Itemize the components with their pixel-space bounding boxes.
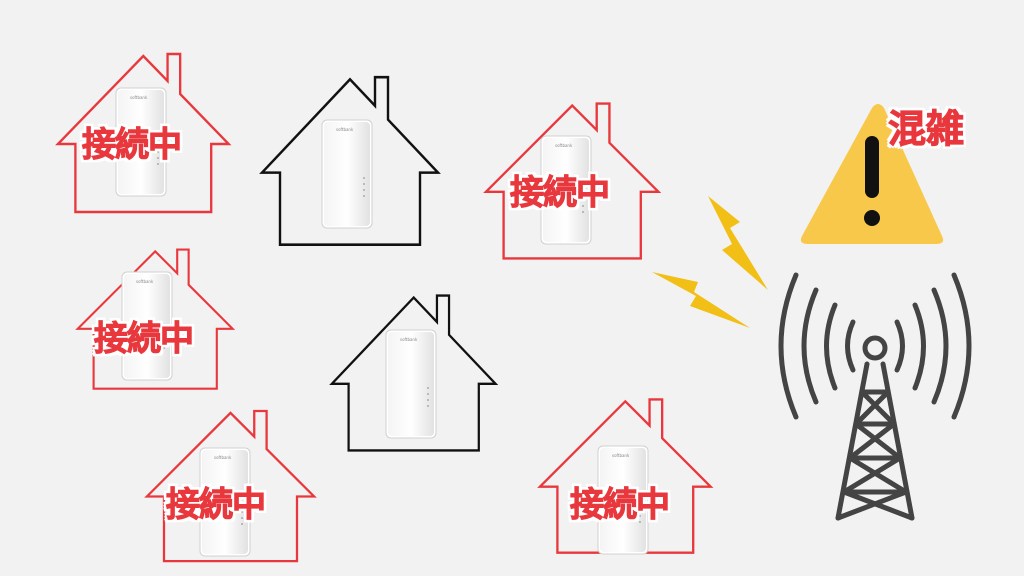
lightning-bolt-icon [652,272,750,328]
status-label-connected: 接続中 [166,485,267,525]
status-label-connected: 接続中 [570,485,671,525]
status-label-connected: 接続中 [94,319,195,359]
radio-tower-icon [778,272,972,521]
house-connected-5 [538,398,712,555]
router-icon [385,329,437,439]
router-icon [321,119,373,229]
lightning-bolt-icon [708,196,768,290]
house-idle-1 [260,75,440,246]
house-idle-2 [330,294,497,452]
status-label-connected: 接続中 [510,173,611,213]
congestion-label: 混雑 [887,107,965,151]
warning-icon [800,104,944,244]
status-label-connected: 接続中 [82,125,183,165]
